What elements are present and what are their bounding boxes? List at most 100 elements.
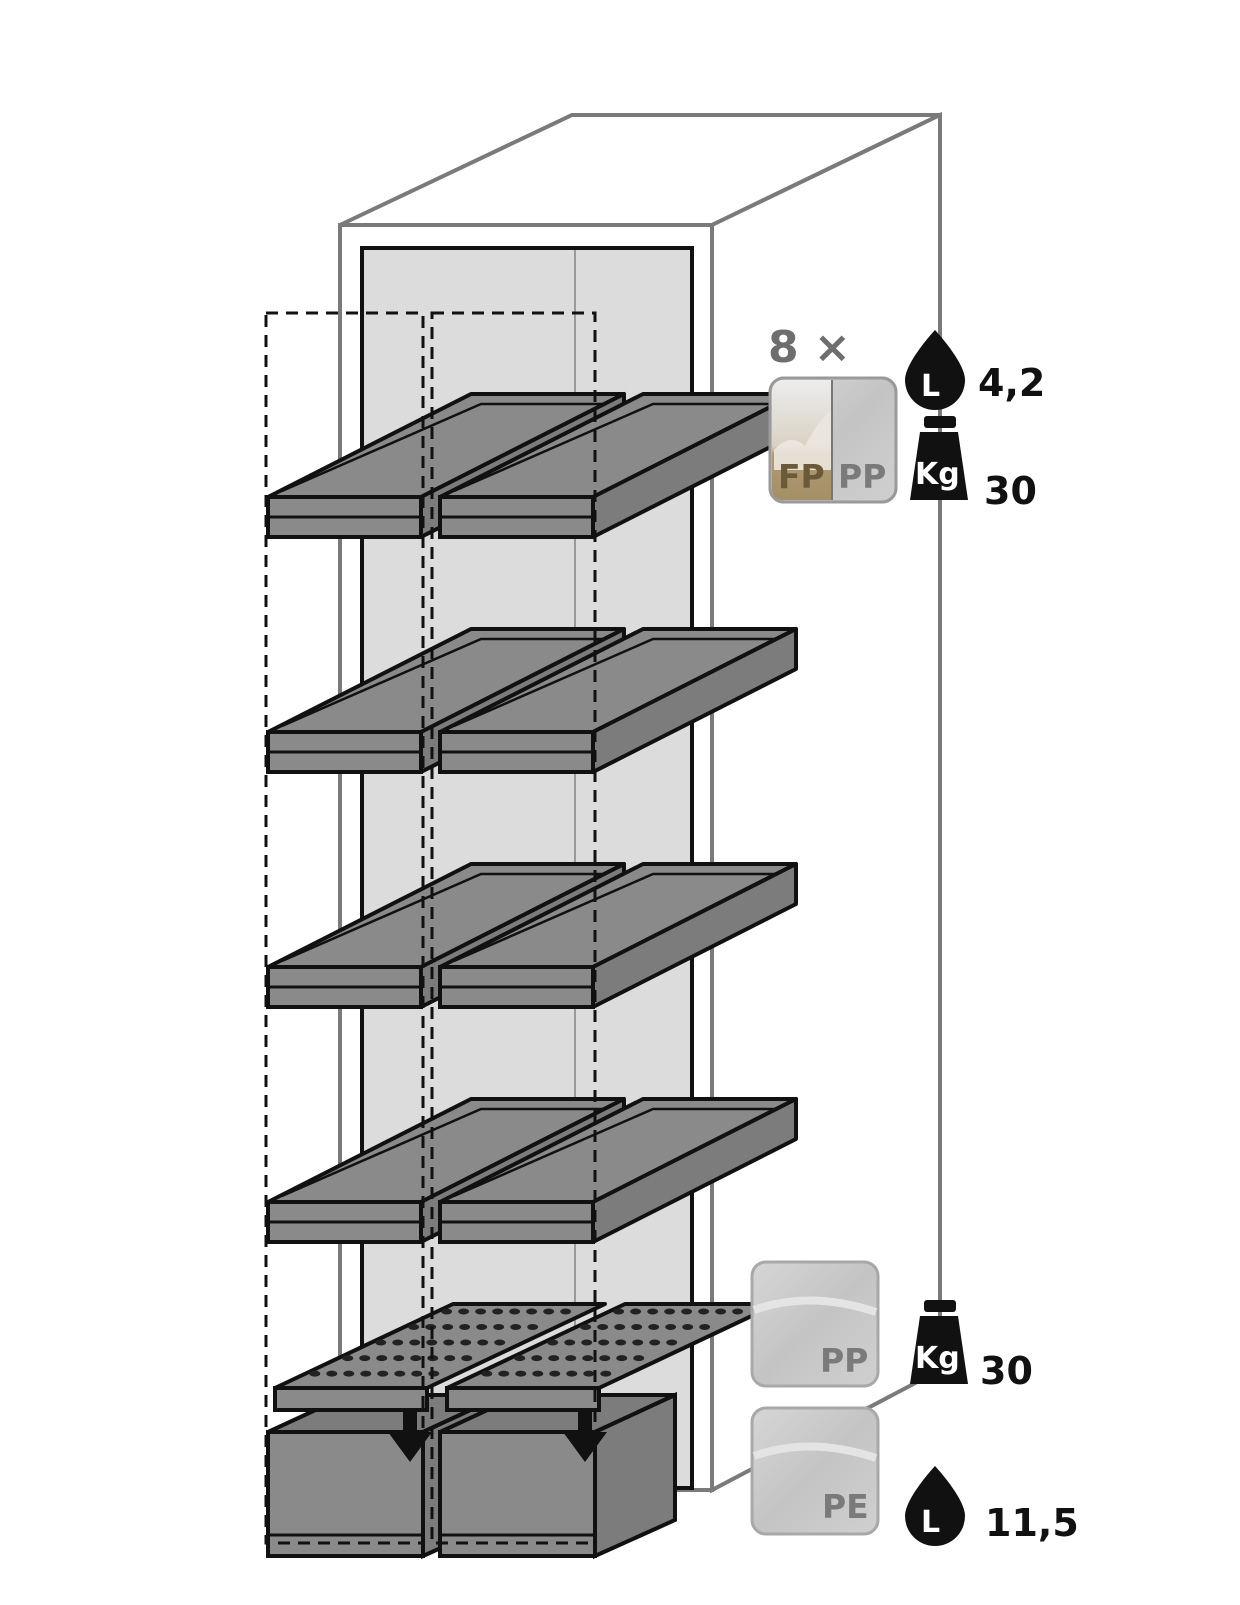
perforation-hole — [615, 1339, 627, 1346]
perforation-hole — [699, 1324, 711, 1330]
svg-text:Kg: Kg — [915, 1341, 960, 1376]
perforation-hole — [477, 1339, 489, 1346]
perforation-hole — [565, 1355, 577, 1362]
perforation-hole — [616, 1355, 628, 1362]
top-spec: 8 × FP PP L 4,2 Kg 30 — [768, 322, 1045, 513]
insert-material-label: PP — [820, 1341, 868, 1380]
perforation-hole — [648, 1324, 660, 1330]
perforation-hole — [409, 1339, 421, 1346]
liter-drop-icon-bottom: L — [905, 1466, 965, 1546]
perforation-hole — [481, 1370, 493, 1377]
perforation-hole — [664, 1308, 676, 1315]
perforation-hole — [475, 1308, 487, 1315]
perforation-hole — [580, 1324, 592, 1330]
perforation-hole — [408, 1324, 420, 1330]
perforation-hole — [394, 1370, 406, 1377]
perforation-hole — [600, 1370, 612, 1377]
tray-right-2 — [438, 627, 798, 774]
volume-value: 4,2 — [978, 361, 1045, 405]
perforation-hole — [510, 1324, 522, 1330]
perforation-hole — [498, 1370, 510, 1377]
perforation-hole — [632, 1339, 644, 1346]
perforation-hole — [581, 1339, 593, 1346]
perforation-hole — [543, 1308, 555, 1315]
perforation-hole — [647, 1308, 659, 1315]
svg-text:Kg: Kg — [915, 457, 960, 492]
perforation-hole — [360, 1370, 372, 1377]
perforation-hole — [633, 1355, 645, 1362]
perforation-hole — [630, 1308, 642, 1315]
perforation-hole — [411, 1370, 423, 1377]
perforation-hole — [548, 1355, 560, 1362]
perforation-hole — [443, 1339, 455, 1346]
pullout-outline-left — [264, 311, 425, 1545]
sump-right — [438, 1391, 677, 1560]
perforation-hole — [666, 1339, 678, 1346]
perforation-hole — [476, 1324, 488, 1330]
perforation-hole — [461, 1355, 473, 1362]
pullout-outline-right — [430, 311, 597, 1545]
perforation-hole — [613, 1308, 625, 1315]
perforation-hole — [597, 1324, 609, 1330]
perforation-hole — [599, 1355, 611, 1362]
material-badge-fp-pp: FP PP — [768, 376, 898, 504]
perforation-hole — [566, 1370, 578, 1377]
liter-drop-icon: L — [905, 330, 965, 410]
tray-right-4 — [438, 1097, 798, 1244]
perforation-hole — [732, 1308, 744, 1315]
perforation-hole — [532, 1370, 544, 1377]
perforation-hole — [410, 1355, 422, 1362]
perforation-hole — [527, 1324, 539, 1330]
pullout-outlines — [264, 311, 597, 1545]
svg-text:L: L — [921, 1505, 940, 1540]
svg-text:L: L — [921, 369, 940, 404]
material-badge-pe: PE — [750, 1406, 880, 1536]
perforation-hole — [375, 1339, 387, 1346]
perforation-hole — [649, 1339, 661, 1346]
perforation-hole — [582, 1355, 594, 1362]
perforation-hole — [509, 1308, 521, 1315]
perforation-hole — [665, 1324, 677, 1330]
perforation-hole — [681, 1308, 693, 1315]
perforation-hole — [459, 1324, 471, 1330]
perforation-hole — [564, 1339, 576, 1346]
perforation-hole — [441, 1308, 453, 1315]
perforation-hole — [514, 1355, 526, 1362]
down-arrow-icon — [388, 1410, 432, 1462]
perforation-hole — [309, 1370, 321, 1377]
material-pp-label: PP — [838, 457, 886, 496]
perforation-hole — [493, 1324, 505, 1330]
perforation-hole — [442, 1324, 454, 1330]
kg-weight-icon-bottom: Kg — [910, 1300, 968, 1384]
perforation-hole — [698, 1308, 710, 1315]
perforation-hole — [458, 1308, 470, 1315]
perforation-hole — [682, 1324, 694, 1330]
perforation-hole — [460, 1339, 472, 1346]
perforation-hole — [515, 1370, 527, 1377]
perforation-hole — [326, 1370, 338, 1377]
perforation-hole — [393, 1355, 405, 1362]
perforation-hole — [343, 1370, 355, 1377]
perforation-hole — [444, 1355, 456, 1362]
perforation-hole — [494, 1339, 506, 1346]
perforation-hole — [359, 1355, 371, 1362]
perforation-hole — [428, 1370, 440, 1377]
material-fp-label: FP — [778, 457, 825, 496]
perforation-hole — [392, 1339, 404, 1346]
tray-shelves — [266, 392, 798, 1244]
bottom-spec: PP Kg 30 PE L 11,5 — [750, 1260, 1079, 1546]
perforation-hole — [715, 1308, 727, 1315]
perforation-hole — [492, 1308, 504, 1315]
perforation-hole — [531, 1355, 543, 1362]
quantity-label: 8 × — [768, 322, 851, 373]
perforation-hole — [526, 1308, 538, 1315]
perforation-hole — [583, 1370, 595, 1377]
perforated-insert-left — [273, 1302, 607, 1412]
perforation-hole — [549, 1370, 561, 1377]
perforation-hole — [560, 1308, 572, 1315]
material-badge-pp: PP — [750, 1260, 880, 1388]
weight-value: 30 — [984, 469, 1037, 513]
bottom-sump-unit — [266, 1302, 779, 1560]
perforation-hole — [631, 1324, 643, 1330]
